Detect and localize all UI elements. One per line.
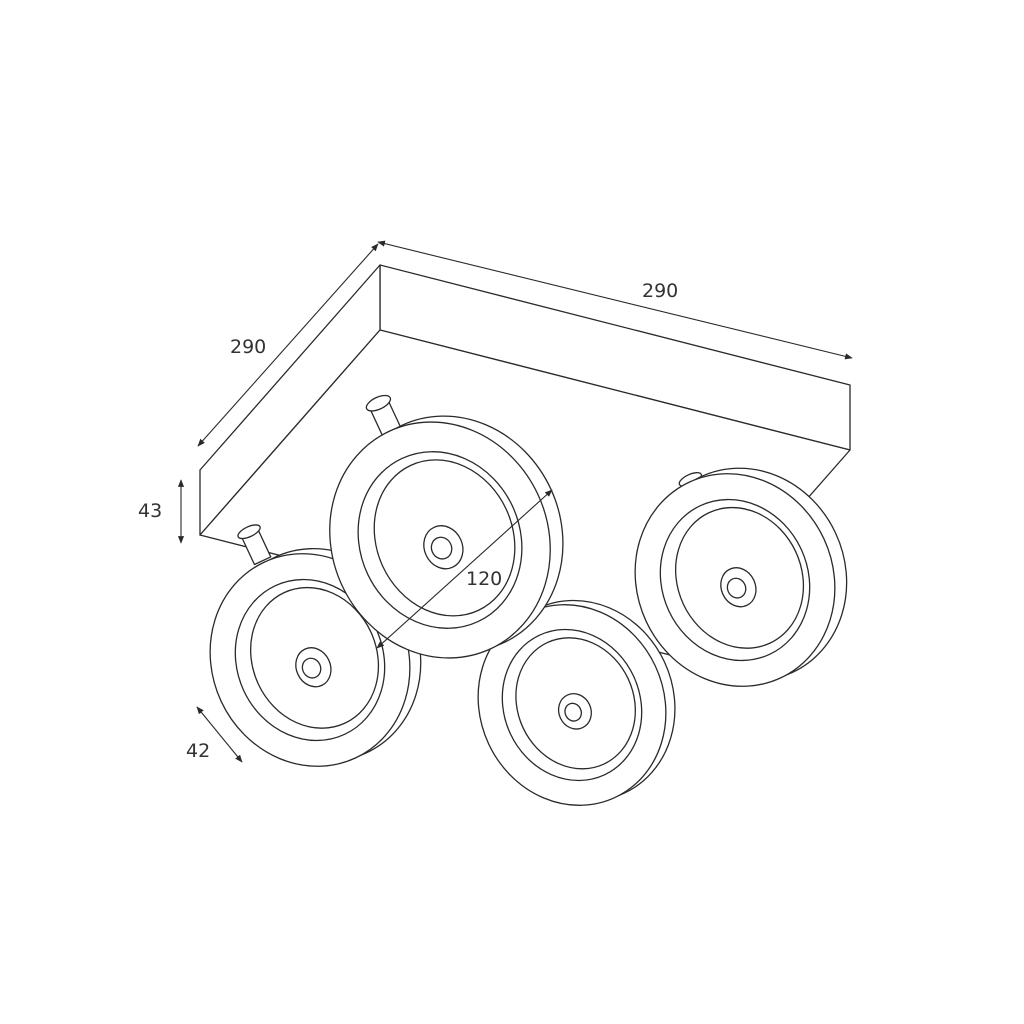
dimension-line-diameter [376, 489, 553, 649]
dimension-line-depth [196, 706, 243, 763]
dimension-line-length [377, 240, 853, 360]
dimension-line-width [197, 243, 379, 447]
dimension-label-height: 43 [138, 500, 162, 522]
dimension-label-depth: 42 [186, 740, 210, 762]
dimension-label-width: 290 [230, 336, 266, 358]
dimension-label-length: 290 [642, 280, 678, 302]
dimension-label-diameter: 120 [466, 568, 502, 590]
spotlight-back-right [634, 467, 848, 687]
